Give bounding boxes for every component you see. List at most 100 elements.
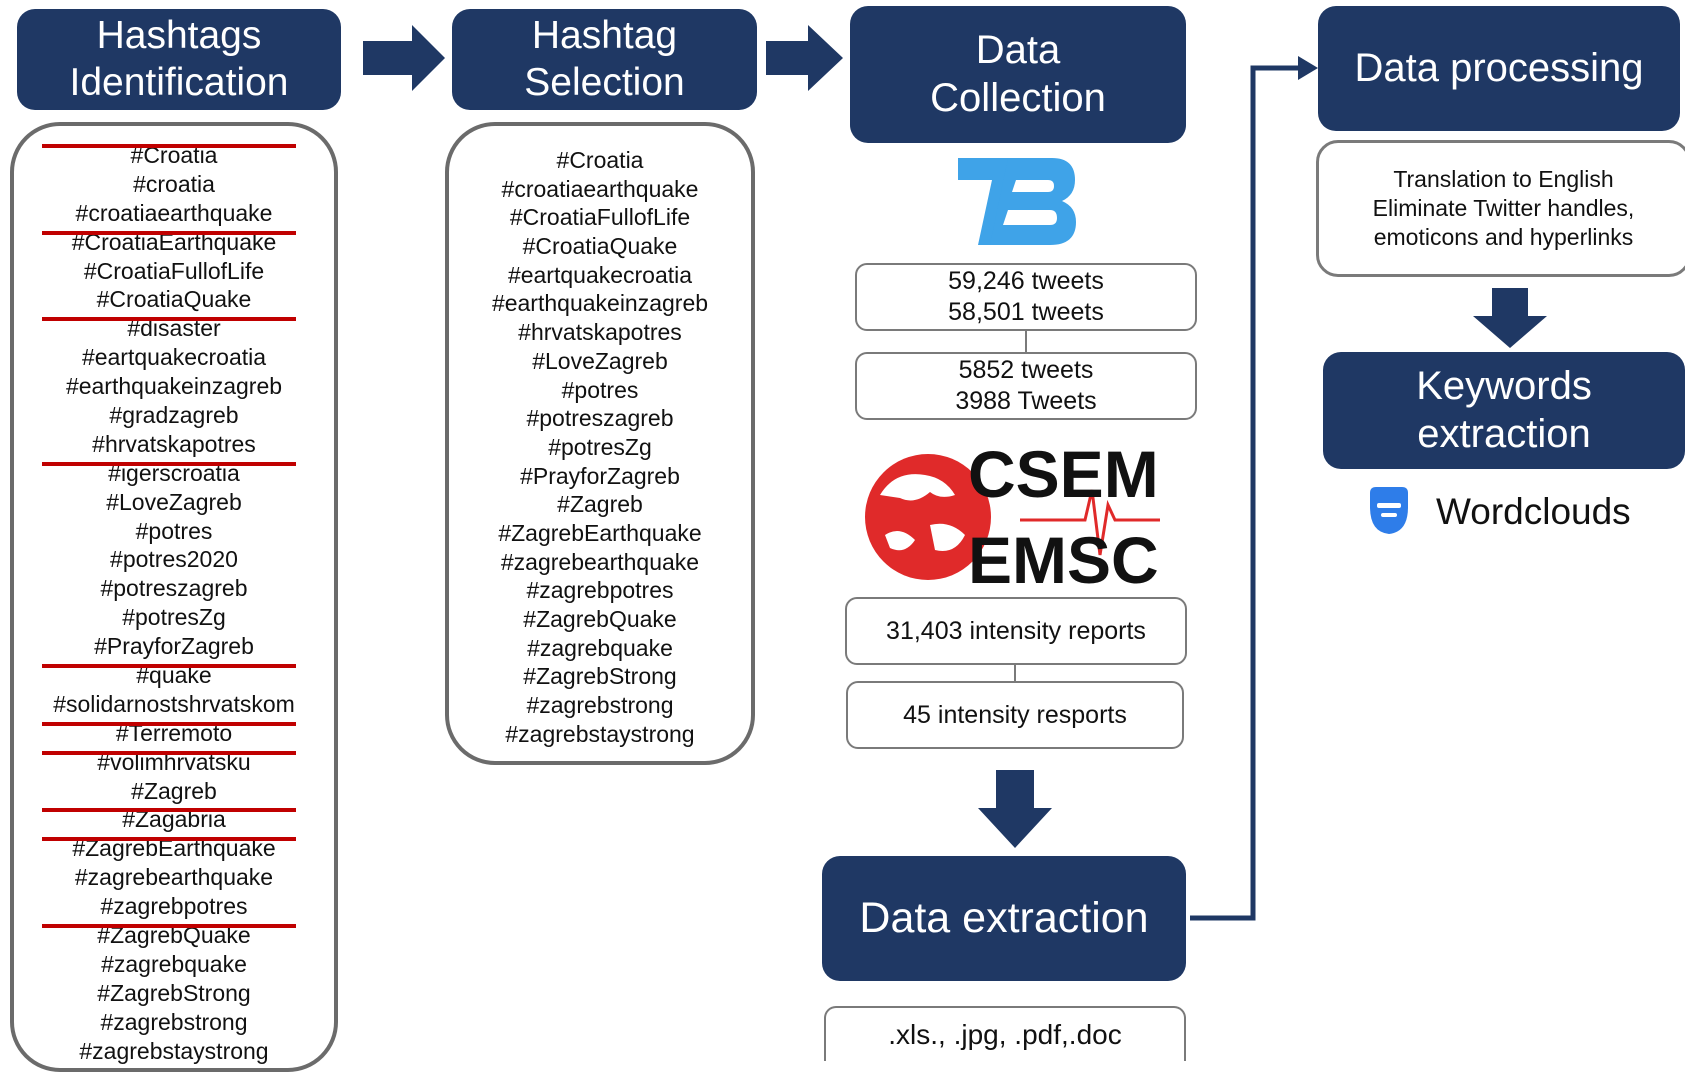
hashtag-item: #earthquakeinzagreb	[14, 372, 334, 401]
hashtag-item: #zagrebpotres	[14, 892, 334, 921]
connector-arrowhead	[1298, 56, 1318, 80]
struck-hashtag-item: #Zagabria	[14, 805, 334, 834]
hashtag-text: #solidarnostshrvatskom	[53, 690, 295, 717]
hashtag-item: #hrvatskapotres	[14, 430, 334, 459]
hashtag-text: #zagrebpotres	[100, 893, 248, 920]
data-extraction-header: Data extraction	[822, 856, 1186, 981]
hashtag-item: #solidarnostshrvatskom	[14, 690, 334, 719]
hashtag-item: #LoveZagreb	[14, 488, 334, 517]
strikethrough-line	[42, 750, 296, 755]
hashtag-item: #PrayforZagreb	[14, 632, 334, 661]
strikethrough-line	[42, 721, 296, 726]
hashtag-item: #zagrebstaystrong	[505, 720, 695, 747]
tweets-filtered-line-1: 5852 tweets	[958, 355, 1094, 384]
strikethrough-line	[42, 144, 296, 148]
strikethrough-line	[42, 230, 296, 235]
struck-hashtag-item: #quake	[14, 661, 334, 690]
hashtag-text: #zagrebstrong	[100, 1008, 248, 1035]
hashtag-text: #gradzagreb	[109, 402, 239, 429]
hashtag-item: #gradzagreb	[14, 401, 334, 430]
hashtag-item: #eartquakecroatia	[507, 261, 693, 288]
wordclouds-label: Wordclouds	[1436, 491, 1631, 532]
hashtag-item: #zagrebearthquake	[14, 863, 334, 892]
header-text: Data extraction	[859, 894, 1149, 943]
hashtag-item: #CroatiaFullofLife	[509, 204, 691, 231]
struck-hashtag-item: #disaster	[14, 314, 334, 343]
hashtag-item: #CroatiaQuake	[522, 233, 678, 260]
hashtag-text: #zagrebearthquake	[74, 864, 274, 891]
hashtag-item: #Zagreb	[14, 777, 334, 806]
data-processing-header: Data processing	[1318, 6, 1680, 131]
hashtag-item: #potreszagreb	[14, 574, 334, 603]
struck-hashtag-item: #volimhrvatsku	[14, 748, 334, 777]
hashtag-item: #potreszagreb	[526, 405, 674, 432]
hashtag-item: #potresZg	[14, 603, 334, 632]
processing-steps-box: Translation to English Eliminate Twitter…	[1316, 140, 1685, 277]
hashtag-text: #potreszagreb	[100, 575, 248, 602]
processing-step-1: Translation to English	[1393, 166, 1614, 193]
hashtag-item: #hrvatskapotres	[518, 319, 682, 346]
arrow-processing-to-keywords	[1473, 288, 1547, 348]
strikethrough-line	[42, 461, 296, 466]
struck-hashtag-item: #Croatia	[14, 141, 334, 170]
hashtag-item: #ZagrebEarthquake	[498, 519, 702, 546]
hashtag-text: #LoveZagreb	[106, 488, 242, 515]
intensity-reports-filtered-box: 45 intensity resports	[846, 681, 1184, 749]
hashtag-item: #croatia	[14, 170, 334, 199]
hashtag-item: #zagrebquake	[527, 634, 673, 661]
header-line-1: Keywords	[1416, 364, 1592, 409]
header-line-2: Identification	[69, 60, 289, 104]
extraction-formats-text: .xls., .jpg, .pdf,.doc	[888, 1018, 1122, 1050]
hashtag-item: #Zagreb	[557, 491, 643, 518]
hashtag-item: #zagrebearthquake	[500, 548, 700, 575]
hashtag-item: #earthquakeinzagreb	[491, 290, 709, 317]
header-line-2: extraction	[1417, 411, 1591, 456]
struck-hashtag-item: #ZagrebQuake	[14, 921, 334, 950]
hashtag-text: #potresZg	[122, 604, 226, 631]
hashtag-item: #potres	[14, 517, 334, 546]
hashtag-text: #PrayforZagreb	[94, 633, 254, 660]
hashtag-text: #CroatiaQuake	[96, 286, 252, 313]
strikethrough-line	[42, 808, 296, 813]
processing-step-3: emoticons and hyperlinks	[1373, 223, 1634, 250]
identification-hashtag-panel: #Croatia#croatia#croatiaearthquake #Croat…	[10, 122, 338, 1072]
hashtag-text: #zagrebquake	[101, 950, 247, 977]
struck-hashtag-item: #igerscroatia	[14, 459, 334, 488]
hashtag-item: #potres	[561, 376, 639, 403]
hashtag-item: #Croatia	[556, 147, 644, 173]
tweets-filtered-box: 5852 tweets 3988 Tweets	[855, 352, 1197, 420]
hashtag-item: #zagrebstaystrong	[14, 1037, 334, 1066]
arrow-selection-to-collection	[766, 25, 843, 91]
tweets-filtered-line-2: 3988 Tweets	[955, 387, 1097, 415]
hashtag-text: #potres2020	[110, 546, 238, 573]
hashtag-item: #ZagrebQuake	[523, 606, 677, 632]
hashtag-item: #LoveZagreb	[532, 347, 668, 374]
hashtag-item: #zagrebquake	[14, 950, 334, 979]
hashtag-text: #croatia	[133, 170, 215, 197]
hashtag-item: #croatiaearthquake	[501, 175, 699, 202]
hashtag-text: #CroatiaFullofLife	[83, 257, 265, 284]
strikethrough-line	[42, 317, 296, 322]
header-line-1: Hashtag	[531, 14, 678, 58]
hashtag-item: #ZagrebStrong	[523, 663, 677, 690]
hashtag-item: #zagrebpotres	[526, 577, 674, 604]
strikethrough-line	[42, 924, 296, 929]
hashtag-item: #eartquakecroatia	[14, 343, 334, 372]
hashtag-item: #PrayforZagreb	[520, 462, 680, 489]
hashtag-item: #potresZg	[548, 433, 652, 460]
hashtag-text: #ZagrebStrong	[97, 979, 251, 1006]
hashtag-text: #potres	[135, 517, 213, 544]
hashtag-item: #croatiaearthquake	[14, 199, 334, 228]
arrow-identification-to-selection	[363, 25, 445, 91]
arrow-collection-to-extraction	[978, 770, 1052, 848]
identification-hashtag-list: #Croatia#croatia#croatiaearthquake #Croat…	[14, 141, 334, 1066]
processing-step-2: Eliminate Twitter handles,	[1372, 195, 1635, 222]
intensity-reports-text: 31,403 intensity reports	[886, 616, 1146, 645]
hashtag-text: #zagrebstaystrong	[79, 1037, 269, 1064]
hashtag-item: #CroatiaFullofLife	[14, 257, 334, 286]
